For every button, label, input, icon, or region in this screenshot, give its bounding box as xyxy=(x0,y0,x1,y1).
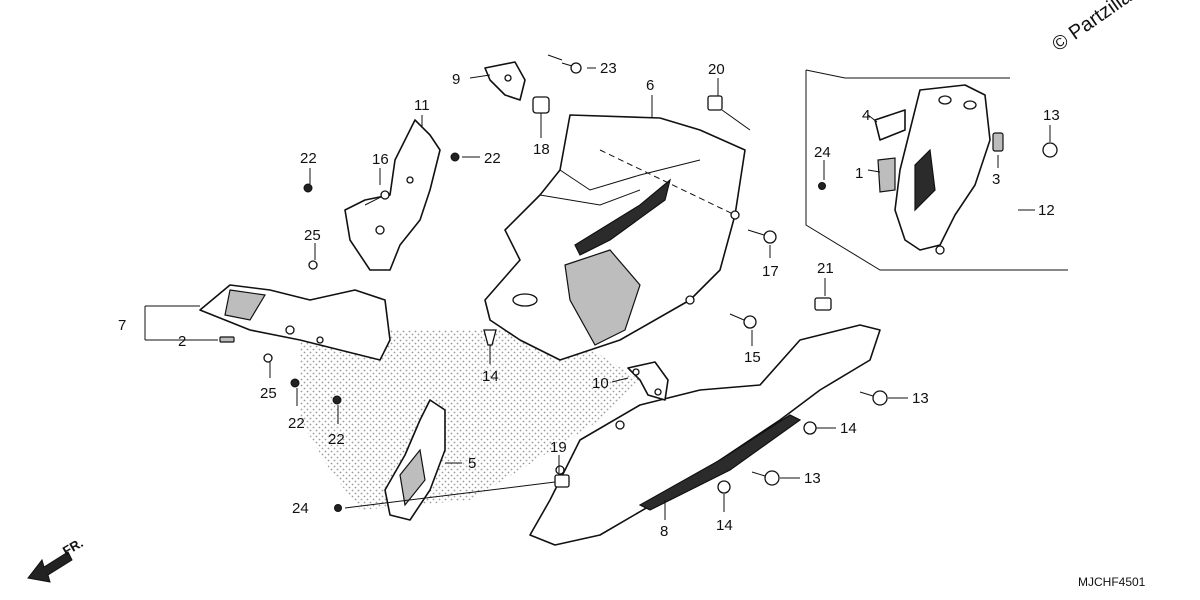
front-indicator: FR. xyxy=(27,535,86,583)
callout-10: 10 xyxy=(592,375,609,392)
screw-part-13-lower[interactable] xyxy=(751,470,780,486)
grommet-part-14-lower[interactable] xyxy=(717,480,731,494)
screw-part-25-upper[interactable] xyxy=(308,260,318,270)
screw-part-22-top[interactable] xyxy=(450,152,460,162)
callout-25-lower: 25 xyxy=(260,385,277,402)
callout-24-lower: 24 xyxy=(292,500,309,517)
callout-22-lower-b: 22 xyxy=(328,431,345,448)
upper-cowl-part-6[interactable] xyxy=(484,114,746,361)
screw-part-22-lower-a[interactable] xyxy=(290,378,300,388)
callout-14-right: 14 xyxy=(840,420,857,437)
callout-23: 23 xyxy=(600,60,617,77)
lower-panel-part-5[interactable] xyxy=(384,399,446,521)
callout-25-upper: 25 xyxy=(304,227,321,244)
inner-panel-part-12[interactable] xyxy=(894,84,991,255)
screw-part-13-box[interactable] xyxy=(1042,142,1058,158)
callout-7: 7 xyxy=(118,317,126,334)
callout-13-box: 13 xyxy=(1043,107,1060,124)
callout-9: 9 xyxy=(452,71,460,88)
middle-cowl-part-7[interactable] xyxy=(199,284,391,361)
callout-12: 12 xyxy=(1038,202,1055,219)
callout-3: 3 xyxy=(992,171,1000,188)
clip-part-20[interactable] xyxy=(707,95,723,111)
bracket-part-9[interactable] xyxy=(484,61,526,101)
screw-part-17[interactable] xyxy=(747,229,777,244)
screw-part-22-left[interactable] xyxy=(303,183,313,193)
grommet-part-14-right[interactable] xyxy=(803,421,817,435)
diagram-code: MJCHF4501 xyxy=(1078,575,1146,589)
nut-part-21[interactable] xyxy=(814,297,832,311)
callout-2: 2 xyxy=(178,333,186,350)
callout-5: 5 xyxy=(468,455,476,472)
screw-part-24-box[interactable] xyxy=(818,182,826,190)
screw-part-25-lower[interactable] xyxy=(263,353,273,363)
screw-part-24-lower[interactable] xyxy=(334,504,342,512)
under-cowl-part-8[interactable] xyxy=(529,324,881,546)
callout-13-right: 13 xyxy=(912,390,929,407)
screw-part-13-right[interactable] xyxy=(859,390,888,406)
callout-17: 17 xyxy=(762,263,779,280)
bracket-part-10[interactable] xyxy=(627,361,669,401)
screw-part-15[interactable] xyxy=(729,313,757,329)
bracket-part-11[interactable] xyxy=(344,119,441,271)
callout-labels: 1 2 3 4 5 6 7 8 9 10 11 12 13 13 13 14 1… xyxy=(118,60,1060,540)
callout-20: 20 xyxy=(708,61,725,78)
grommet-part-18[interactable] xyxy=(532,96,550,114)
callout-11: 11 xyxy=(414,97,430,114)
clip-part-2[interactable] xyxy=(219,336,235,343)
nut-part-19[interactable] xyxy=(554,474,570,488)
callout-24-box: 24 xyxy=(814,144,831,161)
pad-part-1[interactable] xyxy=(877,157,896,193)
inner-panel-assembly-box xyxy=(805,69,1068,271)
front-arrow-icon xyxy=(27,551,73,583)
callout-19: 19 xyxy=(550,439,567,456)
callout-21: 21 xyxy=(817,260,834,277)
leader-lines xyxy=(144,54,1051,520)
pad-part-4[interactable] xyxy=(874,109,906,141)
callout-6: 6 xyxy=(646,77,654,94)
callout-22-lower-a: 22 xyxy=(288,415,305,432)
callout-22-left: 22 xyxy=(300,150,317,167)
copyright-watermark: © Partzilla xyxy=(1048,0,1136,56)
clip-part-3[interactable] xyxy=(992,132,1004,152)
stipple-area xyxy=(300,330,640,510)
screw-part-23[interactable] xyxy=(561,62,582,74)
callout-16: 16 xyxy=(372,151,389,168)
screw-part-22-lower-b[interactable] xyxy=(332,395,342,405)
callout-22-top: 22 xyxy=(484,150,501,167)
screw-part-14-mid[interactable] xyxy=(483,329,497,346)
callout-13-lower: 13 xyxy=(804,470,821,487)
callout-14-mid: 14 xyxy=(482,368,499,385)
callout-14-lower: 14 xyxy=(716,517,733,534)
screw-part-16[interactable] xyxy=(364,190,390,206)
callout-4: 4 xyxy=(862,107,870,124)
callout-15: 15 xyxy=(744,349,761,366)
callout-18: 18 xyxy=(533,141,550,158)
callout-8: 8 xyxy=(660,523,668,540)
callout-1: 1 xyxy=(855,165,863,182)
